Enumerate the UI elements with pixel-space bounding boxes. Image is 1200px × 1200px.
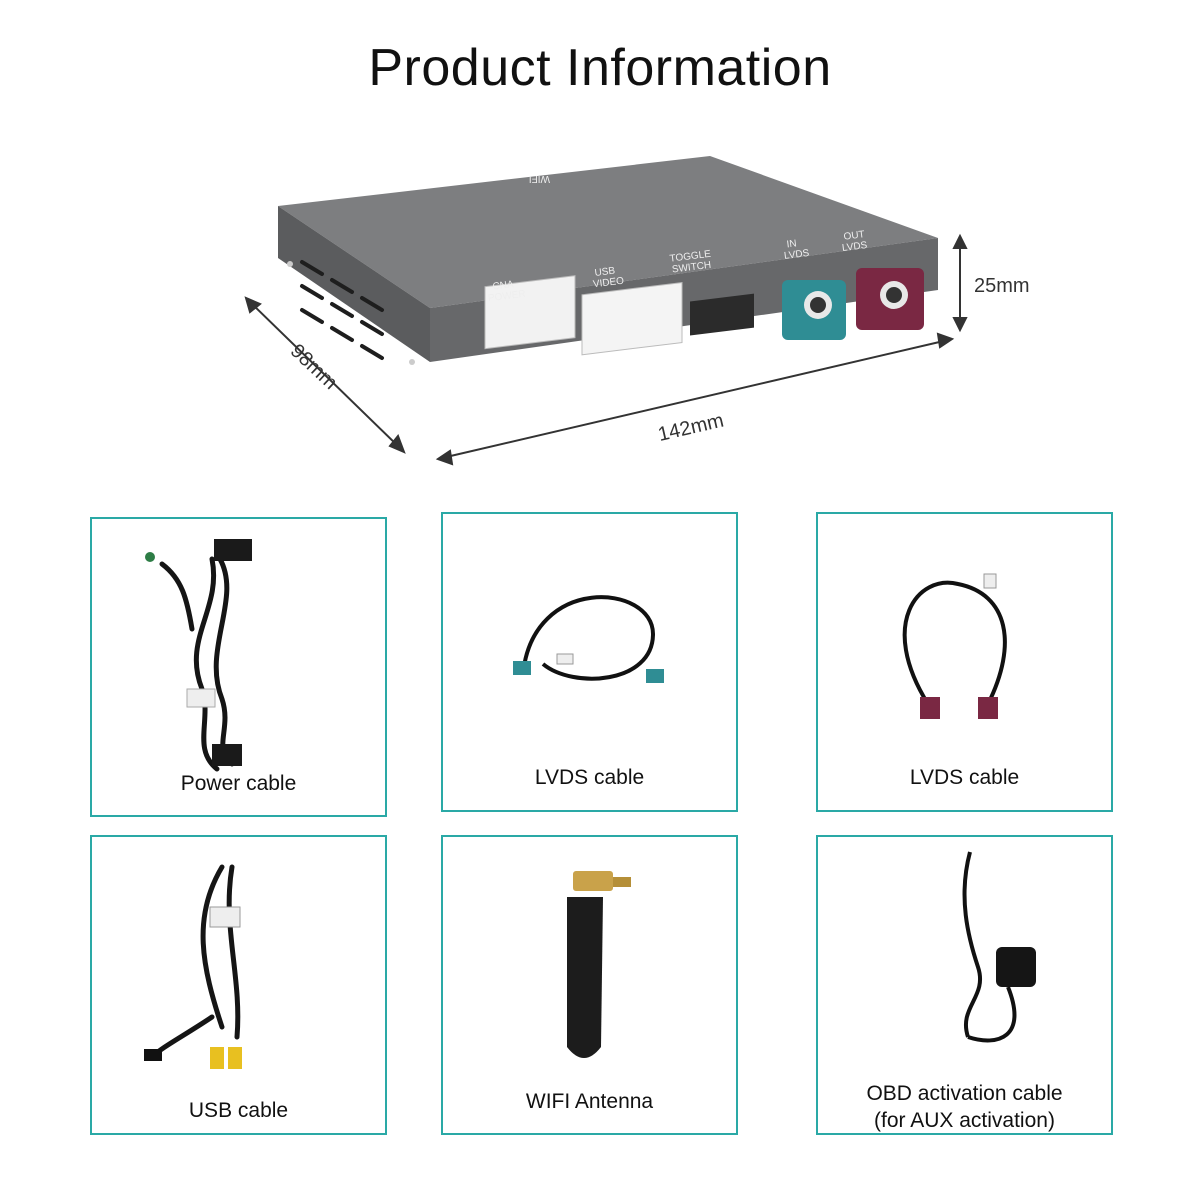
cna-power-connector: [484, 275, 576, 350]
lvds-cable-blue-image: [513, 595, 664, 683]
accessory-label: Power cable: [180, 772, 297, 795]
screw: [287, 261, 293, 267]
accessory-label: LVDS cable: [534, 766, 645, 789]
height-dimension: 25mm: [974, 275, 1030, 297]
accessory-card-lvds-cable-blue: LVDS cable: [441, 512, 738, 812]
screw: [409, 359, 415, 365]
port-label-toggle-switch: TOGGLESWITCH: [669, 249, 713, 276]
accessory-card-obd-cable: OBD activation cable (for AUX activation…: [816, 835, 1113, 1135]
width-dimension: 142mm: [656, 410, 726, 446]
lvds-cable-red-image: [902, 573, 1007, 719]
accessory-label-line2: (for AUX activation): [874, 1109, 1055, 1132]
depth-dimension: 98mm: [286, 340, 342, 394]
power-cable-image: [145, 539, 252, 772]
page-title: Product Information: [368, 39, 832, 97]
port-label-usb-video: USBVIDEO: [591, 265, 625, 291]
usb-cable-image: [144, 864, 242, 1069]
dimension-arrows: [244, 233, 968, 466]
wifi-antenna-image: [567, 871, 631, 1058]
lvds-in-connector: [782, 280, 846, 340]
accessory-label: WIFI Antenna: [525, 1090, 654, 1113]
accessory-card-wifi-antenna: WIFI Antenna: [441, 835, 738, 1135]
lvds-out-connector: [856, 268, 924, 330]
side-vents: [300, 260, 384, 360]
obd-cable-image: [962, 851, 1036, 1043]
box-left-face: [278, 206, 430, 362]
box-top-face: [278, 156, 938, 308]
product-box-illustration: WIFI CNAPOWER USBVIDEO TOGGLESWITCH INLV…: [244, 156, 1030, 466]
usb-video-connector: [581, 281, 683, 356]
accessory-label: LVDS cable: [909, 766, 1020, 789]
port-label-in-lvds: INLVDS: [782, 237, 810, 262]
accessory-label: USB cable: [188, 1099, 289, 1122]
accessory-label: OBD activation cable (for AUX activation…: [818, 1080, 1111, 1134]
toggle-switch: [690, 293, 754, 336]
accessory-card-usb-cable: USB cable: [90, 835, 387, 1135]
wifi-label: WIFI: [529, 173, 550, 184]
accessory-label-line1: OBD activation cable: [866, 1082, 1063, 1105]
accessory-card-lvds-cable-red: LVDS cable: [816, 512, 1113, 812]
port-label-cna-power: CNAPOWER: [486, 278, 526, 304]
port-label-out-lvds: OUTLVDS: [840, 229, 868, 254]
accessory-card-power-cable: Power cable: [90, 517, 387, 817]
